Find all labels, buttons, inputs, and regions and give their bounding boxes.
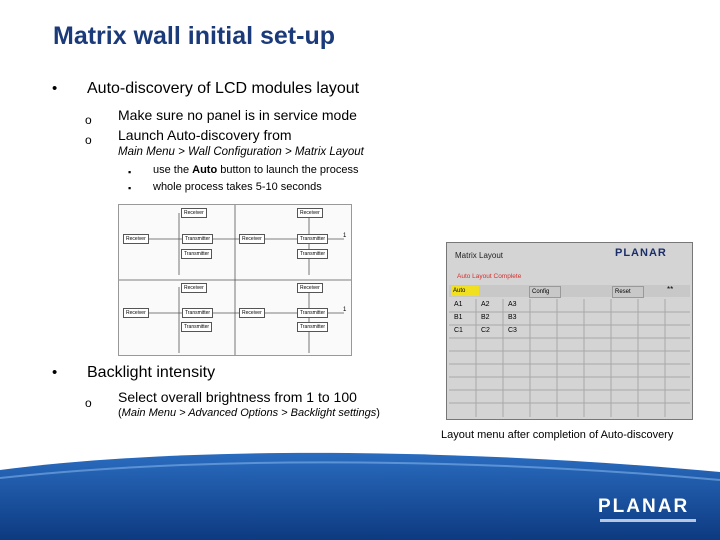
diagram-transmitter: Transmitter [181,249,213,259]
section1-heading: Auto-discovery of LCD modules layout [87,80,360,97]
grid-cell: C1 [454,327,463,334]
diagram-receiver: Receiver [239,308,265,318]
square-bullet-marker: ▪ [128,183,132,193]
diagram-receiver: Receiver [123,308,149,318]
section1-subitem-duration: whole process takes 5-10 seconds [153,181,322,193]
grid-cell: C3 [508,327,517,334]
sub-bullet-marker: o [85,133,92,147]
section1-menu-path: Main Menu > Wall Configuration > Matrix … [118,146,364,158]
screen-brand-logo: PLANAR [615,247,667,259]
wiring-diagram: Receiver Receiver Receiver Transmitter R… [118,204,352,356]
diagram-receiver: Receiver [239,234,265,244]
screen-status: Auto Layout Complete [457,273,522,280]
diagram-transmitter: Transmitter [297,234,329,244]
screen-reset-button[interactable]: Reset [612,286,644,298]
section1-item-1: Make sure no panel is in service mode [118,107,357,123]
footer-brand-logo: PLANAR [598,496,690,517]
screenshot-caption: Layout menu after completion of Auto-dis… [441,429,674,441]
section1-item-2: Launch Auto-discovery from [118,127,292,143]
bullet-marker: • [52,80,58,97]
diagram-transmitter: Transmitter [297,322,329,332]
screen-auto-button[interactable]: Auto [451,286,479,296]
grid-cell: B1 [454,314,463,321]
grid-cell: A3 [508,301,517,308]
grid-cell: A2 [481,301,490,308]
diagram-receiver: Receiver [181,208,207,218]
diagram-transmitter: Transmitter [181,322,213,332]
screen-close-button[interactable]: ** [667,285,674,294]
diagram-receiver: Receiver [123,234,149,244]
diagram-transmitter: Transmitter [297,308,329,318]
grid-cell: C2 [481,327,490,334]
diagram-transmitter: Transmitter [182,234,214,244]
section1-subitem-auto: use the Auto button to launch the proces… [153,164,359,176]
sub-bullet-marker: o [85,396,92,410]
screen-config-button[interactable]: Config [529,286,561,298]
screen-grid [449,299,690,417]
square-bullet-marker: ▪ [128,167,132,177]
section2-item: Select overall brightness from 1 to 100 [118,389,357,405]
screen-title: Matrix Layout [455,251,504,260]
matrix-layout-screenshot: Matrix Layout PLANAR Auto Layout Complet… [446,242,693,420]
diagram-transmitter: Transmitter [297,249,329,259]
slide-title: Matrix wall initial set-up [53,22,335,50]
sub-bullet-marker: o [85,113,92,127]
diagram-input-label: 1 [343,233,347,239]
footer-logo-underline [600,519,696,522]
grid-cell: B2 [481,314,490,321]
diagram-receiver: Receiver [297,283,323,293]
grid-cell: B3 [508,314,517,321]
bullet-marker: • [52,364,58,381]
diagram-transmitter: Transmitter [182,308,214,318]
diagram-input-label: 1 [343,307,347,313]
diagram-receiver: Receiver [297,208,323,218]
section2-menu-path: (Main Menu > Advanced Options > Backligh… [118,407,380,419]
grid-cell: A1 [454,301,463,308]
footer-band [0,452,720,540]
screen-toolbar: Auto Config Reset ** [449,285,690,298]
diagram-receiver: Receiver [181,283,207,293]
diagram-lines [119,205,351,355]
section2-heading: Backlight intensity [87,364,216,381]
